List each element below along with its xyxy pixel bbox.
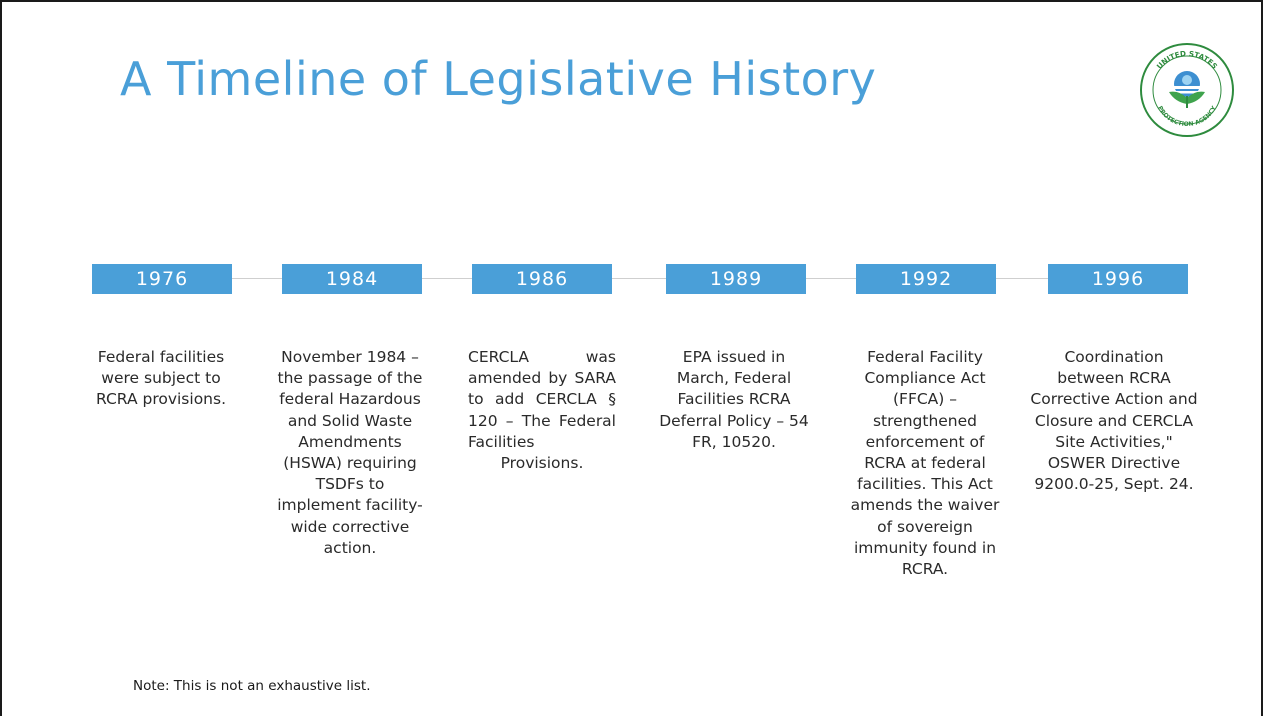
timeline-description-1976: Federal facilities were subject to RCRA … — [95, 348, 227, 409]
year-badge-1989: 1989 — [666, 264, 806, 294]
timeline-connector — [92, 278, 1188, 279]
timeline-description-1984: November 1984 – the passage of the feder… — [277, 348, 423, 557]
year-badge-1976: 1976 — [92, 264, 232, 294]
slide-title: A Timeline of Legislative History — [120, 52, 877, 106]
year-badge-1986: 1986 — [472, 264, 612, 294]
timeline-description-1986: CERCLA was amended by SARA to add CERCLA… — [468, 348, 616, 473]
timeline-description-1989: EPA issued in March, Federal Facilities … — [659, 348, 809, 451]
timeline-description-1996: Coordination between RCRA Corrective Act… — [1030, 348, 1198, 494]
footnote: Note: This is not an exhaustive list. — [133, 678, 371, 694]
timeline-description-1992: Federal Facility Compliance Act (FFCA) –… — [850, 348, 1000, 579]
epa-seal-icon: UNITED STATES PROTECTION AGENCY — [1139, 42, 1235, 138]
year-badge-1984: 1984 — [282, 264, 422, 294]
year-badge-1996: 1996 — [1048, 264, 1188, 294]
year-badge-1992: 1992 — [856, 264, 996, 294]
